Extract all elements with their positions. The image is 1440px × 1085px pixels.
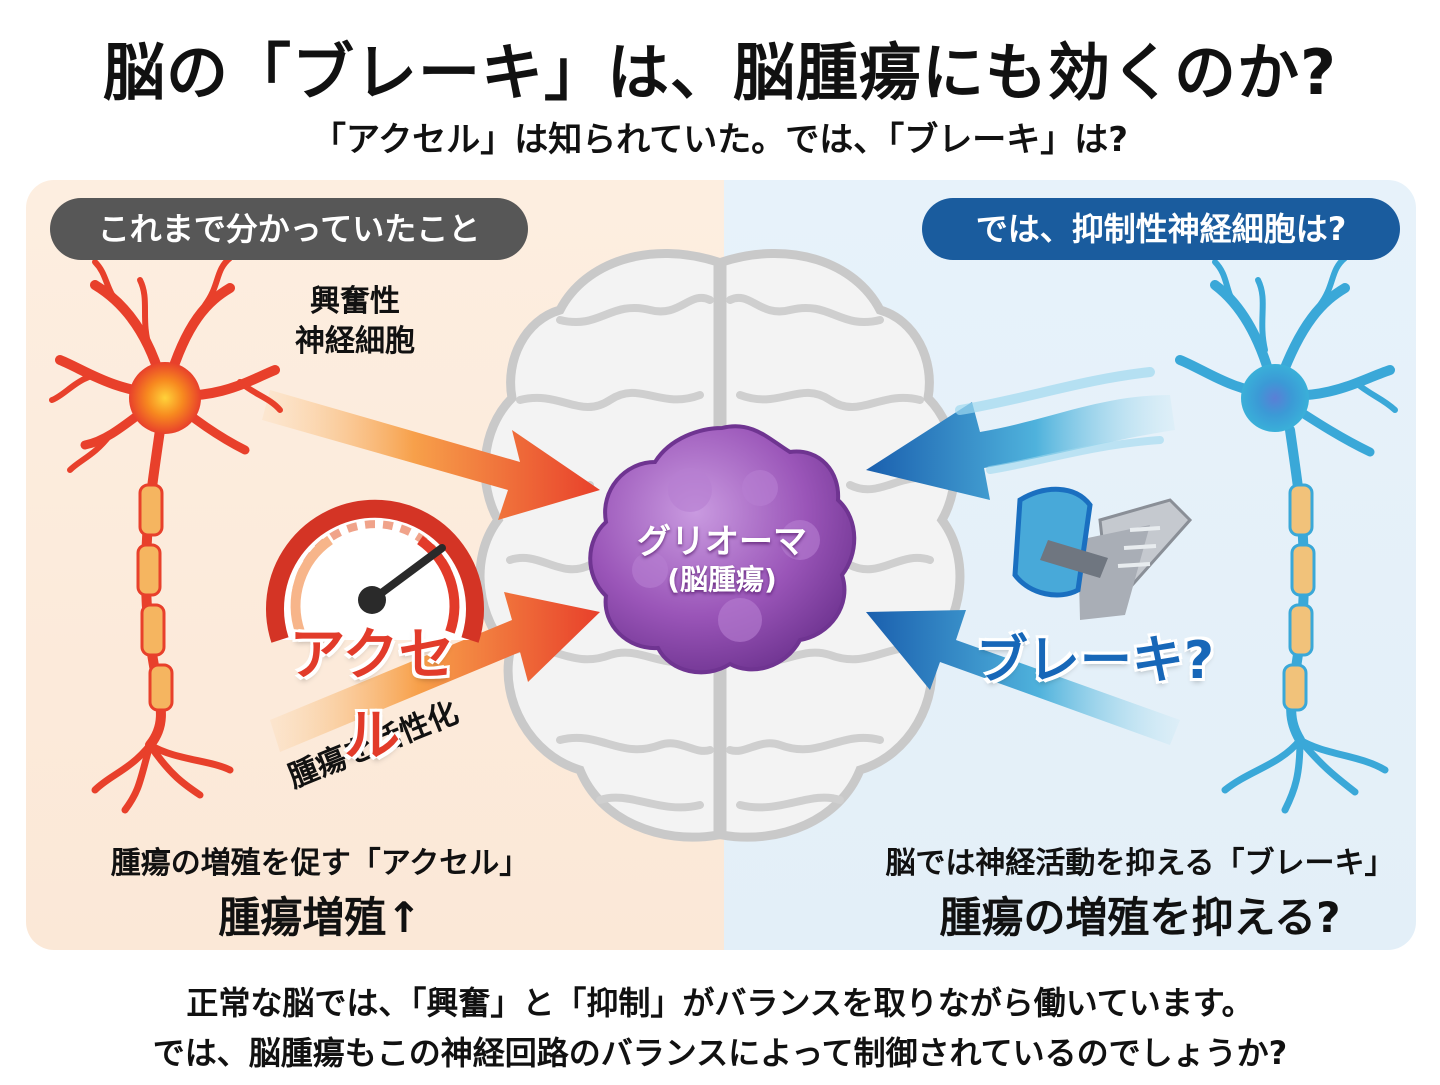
speedometer-icon: [266, 499, 484, 643]
excitatory-arrow-bottom: [270, 592, 600, 752]
excitatory-soma: [129, 362, 201, 434]
tumor-label: グリオーマ (脳腫瘍): [612, 522, 832, 598]
inhibitory-axon-myelin: [1282, 483, 1316, 712]
page-subtitle: 「アクセル」は知られていた。では、「ブレーキ」は?: [311, 120, 1128, 160]
excitatory-axon-myelin: [136, 483, 174, 712]
excitatory-label-line1: 興奮性: [310, 284, 400, 319]
excitatory-label-line2: 神経細胞: [295, 324, 415, 359]
right-bottom-caption: 脳では神経活動を抑える「ブレーキ」: [885, 846, 1395, 881]
left-bottom-caption: 腫瘍の増殖を促す「アクセル」: [110, 846, 530, 881]
tumor-sub: (脳腫瘍): [667, 563, 777, 596]
right-bottom-headline: 腫瘍の増殖を抑える?: [939, 893, 1341, 942]
accelerator-label: アクセル: [289, 623, 455, 769]
inhibitory-soma: [1241, 364, 1309, 432]
inhibitory-neuron-icon: [1175, 255, 1398, 814]
excitatory-arrow-top: [262, 390, 600, 520]
brake-pedal-icon: [1012, 486, 1193, 620]
excitatory-neuron-label: 興奮性 神経細胞: [270, 282, 440, 362]
page-title: 脳の「ブレーキ」は、脳腫瘍にも効くのか?: [103, 36, 1337, 109]
tumor-icon: [588, 424, 857, 675]
tumor-name: グリオーマ: [637, 522, 807, 562]
left-bottom-headline: 腫瘍増殖↑: [218, 893, 422, 942]
inhibitory-arrow-top: [866, 367, 1175, 500]
inhibitory-question-pill: では、抑制性神経細胞は?: [922, 198, 1400, 260]
brake-label: ブレーキ?: [975, 631, 1215, 691]
footer-line1: 正常な脳では、「興奮」と「抑制」がバランスを取りながら働いています。: [186, 984, 1254, 1022]
excitatory-neuron-icon: [49, 255, 283, 814]
known-findings-pill: これまで分かっていたこと: [50, 198, 528, 260]
inhibitory-arrow-bottom: [866, 610, 1180, 745]
footer-line2: では、脳腫瘍もこの神経回路のバランスによって制御されているのでしょうか?: [152, 1034, 1288, 1072]
